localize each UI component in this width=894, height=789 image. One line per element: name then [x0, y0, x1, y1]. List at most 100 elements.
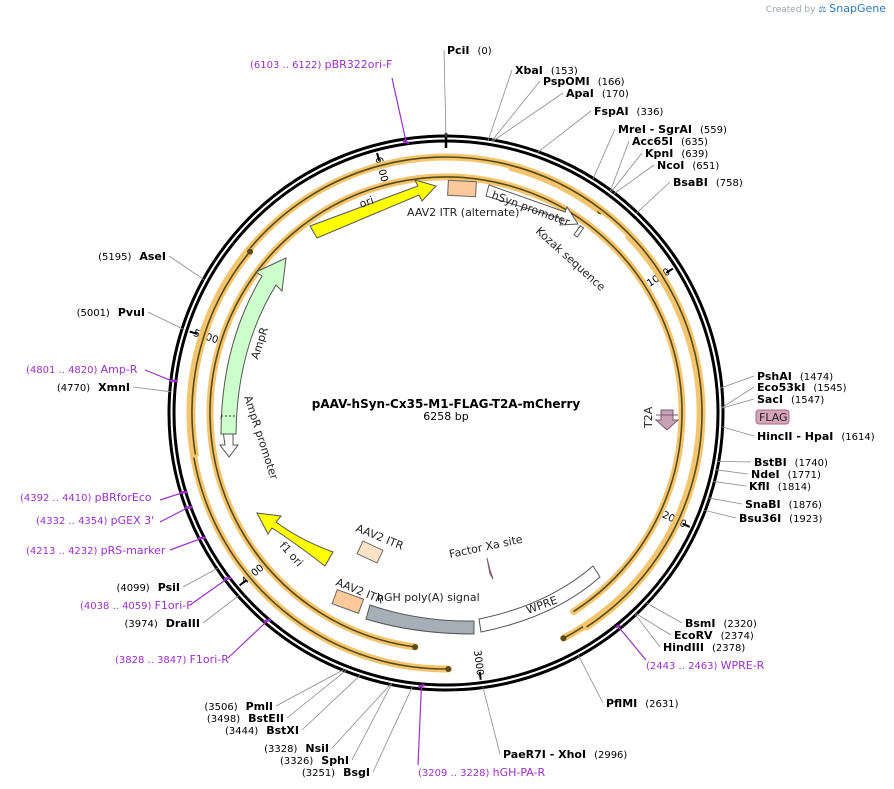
- primer-site-7: [418, 683, 426, 689]
- enzyme-label-12[interactable]: SacI(1547): [757, 393, 824, 406]
- enzyme-name-12: SacI: [757, 393, 783, 406]
- enzyme-label-16[interactable]: KflI(1814): [749, 480, 811, 493]
- enzyme-label-21[interactable]: HindIII(2378): [663, 641, 745, 654]
- enzyme-label-26[interactable]: (3328)NsiI: [264, 742, 329, 755]
- enzyme-name-14: BstBI: [754, 456, 787, 469]
- primer-label-1[interactable]: (4801 .. 4820) Amp-R: [26, 363, 138, 376]
- orf-arc-4-line: [189, 156, 703, 670]
- enzyme-label-29[interactable]: (3506)PmlI: [204, 700, 273, 713]
- feature-factor-xa[interactable]: Factor Xa site: [448, 533, 524, 580]
- enzyme-leader-16: [713, 481, 747, 487]
- feature-wpre[interactable]: WPRE: [478, 565, 601, 633]
- enzyme-label-9[interactable]: BsaBI(758): [673, 176, 743, 189]
- enzyme-label-19[interactable]: BsmI(2320): [685, 617, 757, 630]
- enzyme-label-17[interactable]: SnaBI(1876): [745, 498, 822, 511]
- primer-label-8[interactable]: (2443 .. 2463) WPRE-R: [646, 659, 765, 672]
- enzyme-label-22[interactable]: PflMI(2631): [606, 697, 679, 710]
- enzyme-pos-4: (336): [637, 107, 664, 118]
- enzyme-leader-4: [537, 110, 592, 153]
- primer-label-2[interactable]: (4392 .. 4410) pBRforEco: [20, 491, 152, 504]
- enzyme-label-10[interactable]: PshAI(1474): [757, 370, 833, 383]
- primer-leader-2: [159, 492, 183, 501]
- enzyme-label-7[interactable]: KpnI(639): [645, 147, 708, 160]
- aav2-itr-lower-box: [331, 588, 365, 614]
- enzyme-pos-17: (1876): [789, 500, 822, 511]
- enzyme-pos-18: (1923): [789, 514, 822, 525]
- enzyme-label-18[interactable]: Bsu36I (1923): [739, 512, 823, 525]
- primer-label-6[interactable]: (3828 .. 3847) F1ori-R: [115, 653, 229, 666]
- enzyme-leader-15: [716, 469, 749, 475]
- feature-flag[interactable]: FLAG: [755, 409, 790, 425]
- enzyme-label-33[interactable]: (5001)PvuI: [77, 306, 145, 319]
- enzyme-label-14[interactable]: BstBI(1740): [754, 456, 828, 469]
- enzyme-name-25: SphI: [321, 754, 349, 767]
- enzyme-pos-7: (639): [681, 149, 708, 160]
- enzyme-label-6[interactable]: Acc65I(635): [632, 135, 708, 148]
- enzyme-leader-19: [646, 602, 683, 624]
- enzyme-name-5: MreI - SgrAI: [618, 123, 692, 136]
- ampr-promoter-label: AmpR promoter: [241, 394, 281, 482]
- enzyme-label-3[interactable]: ApaI(170): [566, 87, 629, 100]
- primer-name-3: pGEX 3': [111, 514, 155, 527]
- enzyme-pos-28: (3498): [207, 714, 240, 725]
- primer-range-5: (4038 .. 4059): [80, 601, 155, 612]
- orf-arc-5-arrowhead: [246, 248, 253, 255]
- enzyme-label-34[interactable]: (5195)AseI: [98, 250, 166, 263]
- enzyme-pos-30: (3974): [124, 619, 157, 630]
- enzyme-label-11[interactable]: Eco53kI(1545): [757, 381, 847, 394]
- enzyme-label-8[interactable]: NcoI(651): [657, 159, 719, 172]
- enzyme-label-30[interactable]: (3974)DraIII: [124, 617, 200, 630]
- primer-label-7[interactable]: (3209 .. 3228) hGH-PA-R: [418, 766, 546, 779]
- primer-range-6: (3828 .. 3847): [115, 655, 190, 666]
- enzyme-label-1[interactable]: XbaI(153): [515, 64, 578, 77]
- t2a-arrow: [654, 409, 680, 431]
- feature-ori[interactable]: ori: [309, 179, 437, 239]
- flag-box: [755, 409, 790, 425]
- enzyme-label-20[interactable]: EcoRV(2374): [674, 629, 754, 642]
- primer-leader-7: [417, 687, 422, 766]
- primer-label-5[interactable]: (4038 .. 4059) F1ori-F: [80, 599, 193, 612]
- orf-arc-2-arrowhead: [560, 635, 567, 642]
- hgh-polya-label: hGH poly(A) signal: [377, 591, 480, 604]
- enzyme-label-2[interactable]: PspOMI(166): [543, 75, 625, 88]
- enzyme-pos-5: (559): [700, 125, 727, 136]
- enzyme-label-27[interactable]: (3444)BstXI: [225, 724, 299, 737]
- feature-hgh-polya[interactable]: hGH poly(A) signal: [365, 591, 480, 635]
- feature-aav2-itr-middle[interactable]: AAV2 ITR: [354, 522, 406, 564]
- feature-aav2-itr-alternate[interactable]: AAV2 ITR (alternate): [407, 179, 519, 219]
- enzyme-label-0[interactable]: PciI(0): [447, 44, 492, 57]
- hsyn-promoter-arrow: [485, 184, 579, 226]
- created-by-text: Created by: [765, 5, 816, 15]
- enzyme-label-4[interactable]: FspAI(336): [594, 105, 664, 118]
- primer-name-0: pBR322ori-F: [325, 58, 393, 71]
- enzyme-label-31[interactable]: (4099)PsiI: [116, 581, 180, 594]
- enzyme-leader-22: [577, 655, 604, 704]
- enzyme-name-18: Bsu36I: [739, 512, 781, 525]
- ampr-arrow: [220, 257, 287, 435]
- feature-f1-ori[interactable]: f1 ori: [256, 512, 334, 569]
- enzyme-leader-14: [717, 460, 752, 463]
- primer-label-4[interactable]: (4213 .. 4232) pRS-marker: [26, 544, 166, 557]
- primer-name-7: hGH-PA-R: [493, 766, 546, 779]
- enzyme-label-24[interactable]: (3251)BsgI: [302, 766, 370, 779]
- enzyme-label-25[interactable]: (3326)SphI: [280, 754, 349, 767]
- primer-site-3: [184, 505, 193, 510]
- enzyme-pos-22: (2631): [645, 699, 678, 710]
- feature-t2a[interactable]: T2A: [642, 406, 680, 431]
- enzyme-label-13[interactable]: HincII - HpaI(1614): [757, 430, 875, 443]
- enzyme-leader-20: [635, 613, 672, 636]
- orf-arcs: [186, 153, 706, 673]
- primer-site-8: [615, 624, 621, 629]
- enzyme-name-34: AseI: [139, 250, 166, 263]
- enzyme-label-15[interactable]: NdeI(1771): [751, 468, 821, 481]
- enzyme-label-23[interactable]: PaeR7I - XhoI(2996): [503, 748, 627, 761]
- enzyme-label-5[interactable]: MreI - SgrAI (559): [618, 123, 727, 136]
- enzyme-name-29: PmlI: [246, 700, 273, 713]
- primer-label-3[interactable]: (4332 .. 4354) pGEX 3': [36, 514, 154, 527]
- primer-label-0[interactable]: (6103 .. 6122) pBR322ori-F: [250, 58, 392, 71]
- enzyme-label-32[interactable]: (4770)XmnI: [57, 381, 130, 394]
- enzyme-label-28[interactable]: (3498)BstEII: [207, 712, 284, 725]
- snapgene-product-name: SnapGene: [829, 2, 886, 15]
- primer-leader-3: [159, 507, 188, 523]
- enzyme-name-23: PaeR7I - XhoI: [503, 748, 586, 761]
